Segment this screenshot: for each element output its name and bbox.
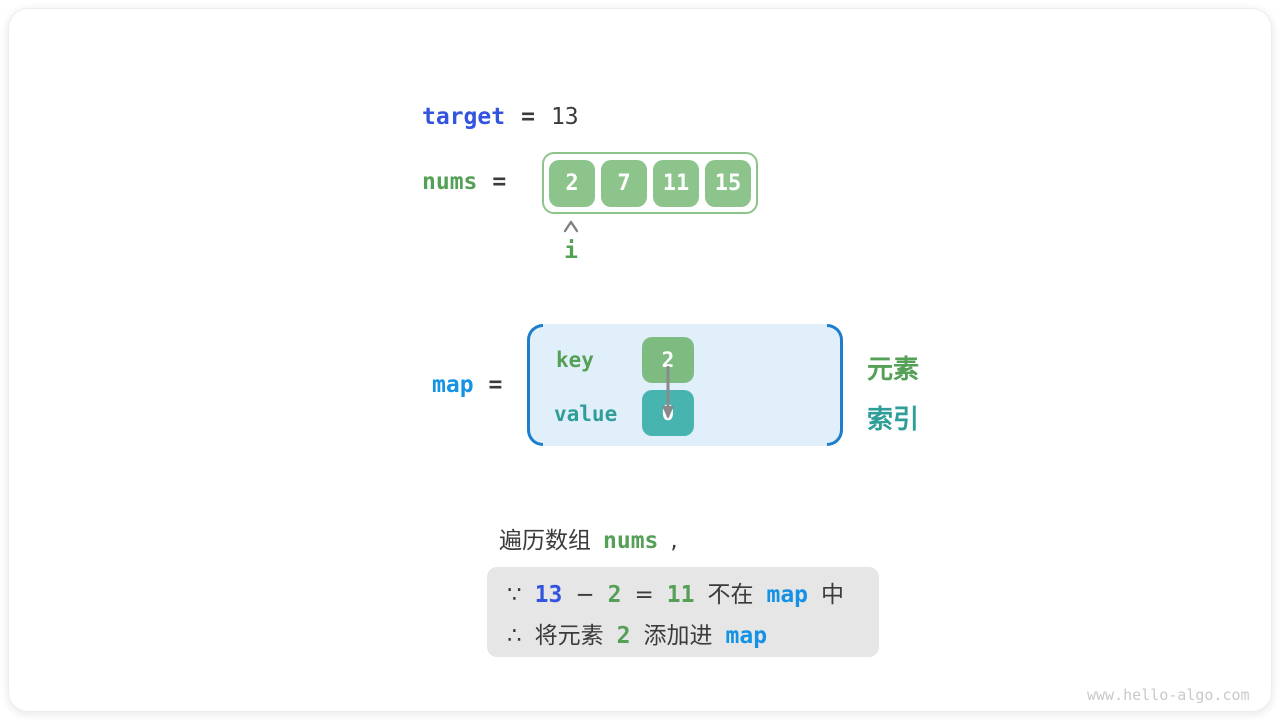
site-watermark: www.hello-algo.com <box>1087 686 1250 704</box>
element-number: 2 <box>607 581 622 608</box>
index-side-label: 索引 <box>867 405 920 435</box>
key-to-value-arrow-icon <box>661 366 675 426</box>
minus-sign: − <box>575 581 595 608</box>
because-symbol: ∵ <box>507 581 522 608</box>
nums-equals-sign: = <box>492 169 507 195</box>
target-value: 13 <box>550 104 579 130</box>
in-suffix-text: 中 <box>821 581 845 608</box>
figure-card: target = 13 nums = 2 7 11 15 i map = key… <box>8 8 1272 712</box>
nums-array-cell: 11 <box>653 159 699 207</box>
index-pointer-caret-icon <box>562 219 580 238</box>
target-variable-name: target <box>422 104 506 130</box>
map-code-ref: map <box>725 622 768 649</box>
map-value-label: value <box>554 402 618 426</box>
map-variable-name: map <box>432 372 474 398</box>
caption-nums-code: nums <box>603 528 659 554</box>
element-side-label: 元素 <box>867 355 920 385</box>
reasoning-line-therefore: ∴ 将元素 2 添加进 map <box>507 616 879 650</box>
reasoning-box: ∵ 13 − 2 = 11 不在 map 中 ∴ 将元素 2 添加进 map <box>487 567 879 657</box>
caption-traverse-array: 遍历数组 nums , <box>499 521 678 555</box>
index-pointer-label: i <box>564 238 578 264</box>
equals-sign: = <box>634 581 654 608</box>
not-in-text: 不在 <box>707 581 754 608</box>
map-right-bracket <box>827 324 843 446</box>
caption-text: 遍历数组 <box>499 528 591 554</box>
nums-array-cell: 7 <box>601 159 647 207</box>
therefore-symbol: ∴ <box>507 622 522 649</box>
nums-array-cell: 15 <box>705 159 751 207</box>
target-equals-sign: = <box>521 104 535 130</box>
map-key-label: key <box>556 348 594 372</box>
add-element-text: 将元素 <box>534 622 604 649</box>
caption-comma: , <box>670 528 678 554</box>
map-code-ref: map <box>766 581 809 608</box>
map-container: key value 2 0 <box>527 324 843 446</box>
nums-array-cell: 2 <box>549 159 595 207</box>
element-number: 2 <box>616 622 631 649</box>
target-number: 13 <box>534 581 563 608</box>
reasoning-line-because: ∵ 13 − 2 = 11 不在 map 中 <box>507 575 879 609</box>
map-equals-sign: = <box>488 372 503 398</box>
map-left-bracket <box>527 324 543 446</box>
nums-assignment: nums = <box>422 169 506 195</box>
target-assignment: target = 13 <box>422 104 579 130</box>
nums-variable-name: nums <box>422 169 478 195</box>
difference-number: 11 <box>666 581 695 608</box>
nums-array: 2 7 11 15 <box>542 152 758 214</box>
map-assignment: map = <box>432 372 502 398</box>
append-into-text: 添加进 <box>643 622 713 649</box>
